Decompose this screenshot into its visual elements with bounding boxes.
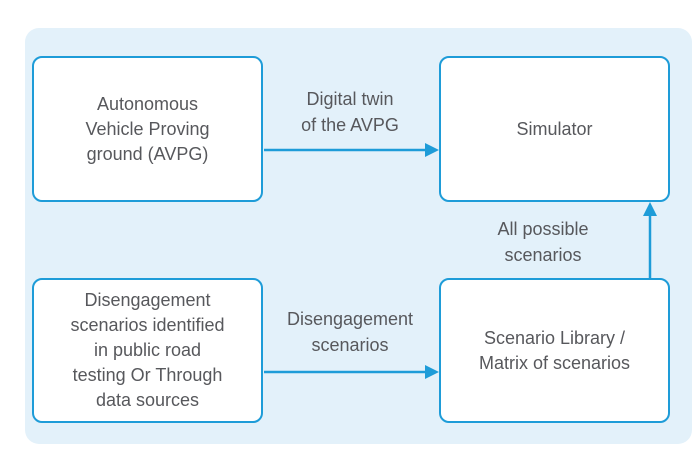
node-simulator: Simulator [439,56,670,202]
node-scenario-library-label: Scenario Library / Matrix of scenarios [478,327,631,373]
node-avpg: Autonomous Vehicle Proving ground (AVPG) [32,56,263,202]
node-simulator-label: Simulator [516,118,593,139]
node-avpg-label: Autonomous Vehicle Proving ground (AVPG) [85,93,210,164]
edge-label-digital-twin: Digital twin of the AVPG [301,89,399,135]
edge-label-disengagement-scenarios: Disengagement scenarios [286,309,414,355]
node-disengagement-sources-label: Disengagement scenarios identified in pu… [70,290,225,410]
edge-label-all-possible-scenarios: All possible scenarios [497,219,589,265]
node-disengagement-sources: Disengagement scenarios identified in pu… [32,278,263,423]
node-scenario-library: Scenario Library / Matrix of scenarios [439,278,670,423]
